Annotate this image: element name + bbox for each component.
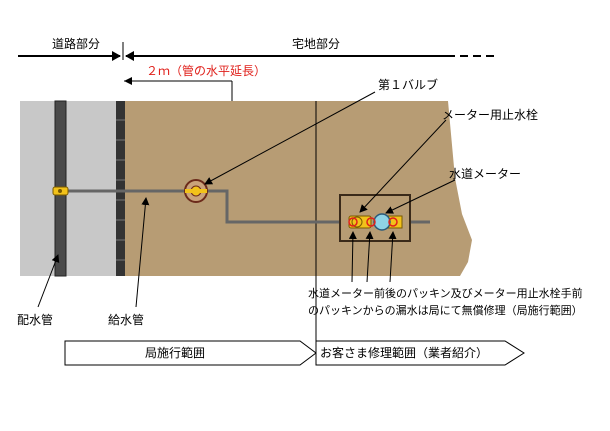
- distance-indicator: ２ｍ（管の水平延長）: [124, 63, 317, 112]
- bureau-range-arrow: 局施行範囲: [64, 340, 317, 366]
- meter-stopcock-callout: [359, 119, 447, 213]
- first-valve-label: 第１バルブ: [378, 77, 438, 92]
- residential-span-arrowhead: [125, 51, 134, 61]
- leak-callout-arrows: [348, 231, 397, 283]
- distribution-pipe-callout: [37, 254, 60, 308]
- residential-section-label: 宅地部分: [292, 36, 340, 51]
- saddle-fitting: [52, 186, 69, 196]
- first-valve-callout: [204, 91, 376, 185]
- water-meter-callout: [385, 179, 456, 214]
- section-header: 道路部分 宅地部分: [18, 36, 497, 61]
- leak-note-line-2: のパッキンからの漏水は局にて無償修理（局施行範囲）: [308, 303, 583, 317]
- label-callouts: [37, 91, 456, 308]
- leak-note-line-1: 水道メーター前後のパッキン及びメーター用止水栓手前: [308, 286, 583, 300]
- property-boundary-wall: [116, 101, 125, 276]
- road-area: [20, 101, 123, 276]
- water-meter-label: 水道メーター: [449, 167, 521, 181]
- residential-ground: [120, 101, 472, 276]
- distance-label: ２ｍ（管の水平延長）: [146, 63, 266, 78]
- water-meter: [373, 213, 403, 231]
- boundary-wall-body: [116, 101, 125, 276]
- customer-range-arrow: お客さま修理範囲（業者紹介）: [315, 340, 525, 366]
- leak-point-markers: [348, 217, 398, 227]
- meter-stopcock-label: メーター用止水栓: [442, 107, 538, 122]
- supply-pipe: [66, 189, 430, 224]
- supply-pipe-label: 給水管: [108, 312, 144, 327]
- distance-arrowhead-left: [124, 77, 132, 85]
- distribution-pipe-label: 配水管: [17, 312, 53, 327]
- first-valve: [184, 179, 208, 203]
- boundary-wall-segments: [116, 119, 125, 261]
- bureau-range-label: 局施行範囲: [145, 345, 205, 360]
- supply-pipe-callout: [135, 197, 150, 308]
- customer-range-label: お客さま修理範囲（業者紹介）: [320, 345, 488, 360]
- road-section-label: 道路部分: [52, 36, 100, 51]
- road-span-arrowhead: [112, 51, 121, 61]
